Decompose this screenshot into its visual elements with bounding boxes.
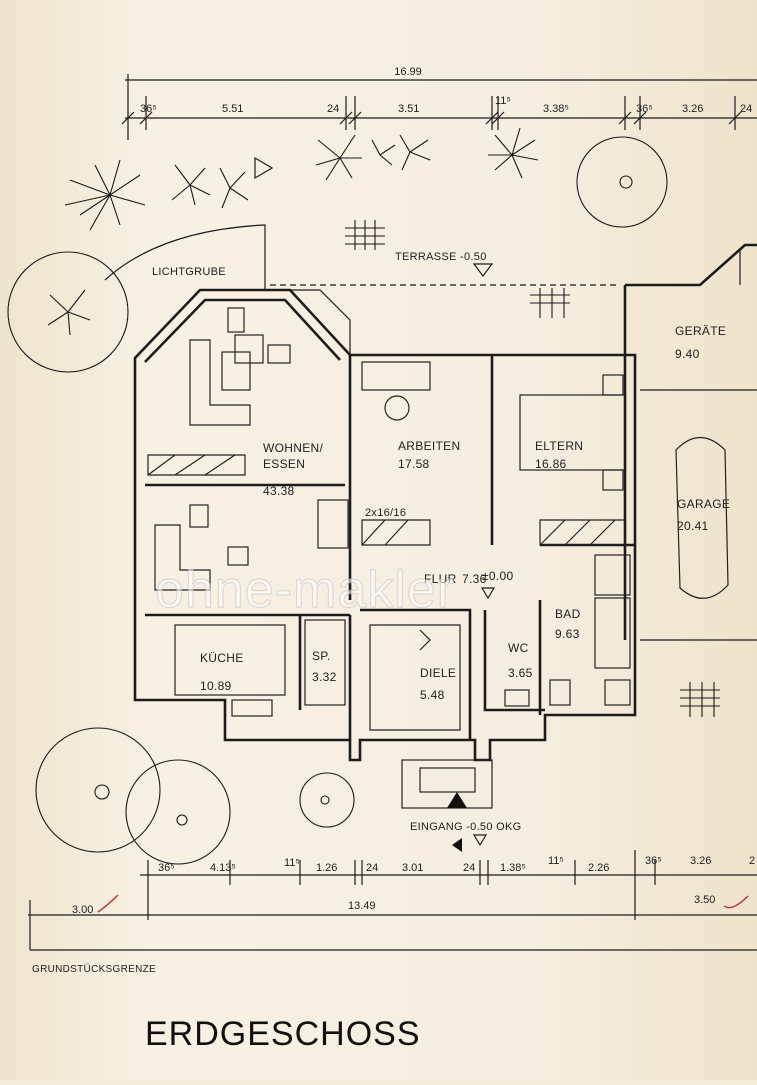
label-property-boundary: GRUNDSTÜCKSGRENZE [32,963,156,975]
dim-bottom-left: 3.00 [72,904,93,916]
room-labels: WOHNEN/ ESSEN 43.38 ARBEITEN 17.58 2x16/… [200,324,730,833]
landscaping [7,127,720,865]
room-name-kueche: KÜCHE [200,651,244,665]
label-terrasse: TERRASSE -0.50 [395,251,487,263]
room-name-bad: BAD [555,607,581,621]
check-mark-icon [97,894,119,913]
room-name-essen: ESSEN [263,457,305,471]
room-name-flur: FLUR [424,572,457,586]
label-eingang: EINGANG -0.50 OKG [410,821,521,833]
dim-bottom-segment: 4.13⁵ [210,862,236,874]
dim-bottom-segment: 3.26 [690,855,711,867]
shrub-icon [171,164,249,209]
room-name-wc: WC [508,641,529,655]
room-area-diele: 5.48 [420,688,445,702]
watermark-text: ohne-makler [155,561,455,619]
room-area-eltern: 16.86 [535,457,567,471]
tree-icon [576,136,668,228]
top-dimension-chain: 16.99 36⁵ 5.51 24 3.51 11⁵ 3.38⁵ 36⁵ 3.2… [121,66,757,140]
level-marker-icon [480,587,496,600]
tree-icon [299,772,355,828]
shrub-icon [488,127,539,179]
tree-icon [125,759,231,865]
dim-bottom-segment: 11⁵ [548,855,564,867]
dim-top-segment: 3.51 [398,103,419,115]
room-area-arbeiten: 17.58 [398,457,430,471]
dim-bottom-segment: 2 [749,855,755,867]
room-name-diele: DIELE [420,666,456,680]
room-area-flur: 7.36 [462,572,487,586]
room-area-wc: 3.65 [508,666,533,680]
bottom-dimension-chain: 36⁵ 4.13⁵ 11⁵ 1.26 24 3.01 24 1.38⁵ 11⁵ … [28,850,757,951]
room-name-arbeiten: ARBEITEN [398,439,460,453]
dim-top-segment: 11⁵ [495,95,511,107]
room-area-garage: 20.41 [677,519,709,533]
entrance-arrow-icon [447,792,467,808]
dim-bottom-segment: 11⁵ [284,857,300,869]
dim-bottom-segment: 24 [366,862,378,874]
room-name-speis: SP. [312,649,331,663]
room-name-eltern: ELTERN [535,439,583,453]
entrance-arrow-icon [452,838,462,852]
room-area-kueche: 10.89 [200,679,232,693]
furniture [147,307,729,809]
room-area-bad: 9.63 [555,627,580,641]
shrub-icon [64,159,146,231]
lichtgrube-outline [104,224,266,290]
dim-top-segment: 3.38⁵ [543,103,569,115]
room-area-speis: 3.32 [312,670,337,684]
dim-bottom-segment: 24 [463,862,475,874]
dim-bottom-segment: 36⁵ [645,855,662,867]
dim-top-segment: 5.51 [222,103,243,115]
dim-bottom-segment: 2.26 [588,862,609,874]
check-mark-icon [723,895,749,909]
car-icon [675,436,729,599]
dim-bottom-right: 3.50 [694,894,715,906]
dim-bottom-segment: 1.26 [316,862,337,874]
room-area-geraete: 9.40 [675,347,700,361]
dim-bottom-segment: 3.01 [402,862,423,874]
hatch-plant-icon [345,220,720,717]
level-marker-icon [472,834,488,847]
dim-top-segment: 3.26 [682,103,703,115]
room-level-flur: ±0.00 [482,569,513,583]
room-name-geraete: GERÄTE [675,324,726,338]
label-window-note: 2x16/16 [365,507,406,519]
label-lichtgrube: LICHTGRUBE [152,266,226,278]
tree-icon [7,251,129,373]
dim-top-segment: 24 [740,103,752,115]
dim-top-segment: 24 [327,103,339,115]
room-area-wohnen: 43.38 [263,484,295,498]
shrub-icon [315,134,431,181]
tree-icon [35,727,161,853]
dim-top-segment: 36⁵ [636,103,653,115]
dim-bottom-overall: 13.49 [348,900,376,912]
dim-top-overall: 16.99 [394,66,422,78]
room-name-wohnen: WOHNEN/ [263,441,323,455]
level-marker-icon [472,263,494,277]
dim-bottom-segment: 1.38⁵ [500,862,526,874]
plan-title: ERDGESCHOSS [145,1015,421,1053]
north-arrow-icon [254,156,274,180]
dim-top-segment: 36⁵ [140,103,157,115]
room-name-garage: GARAGE [677,497,730,511]
dim-bottom-segment: 36⁵ [158,862,175,874]
